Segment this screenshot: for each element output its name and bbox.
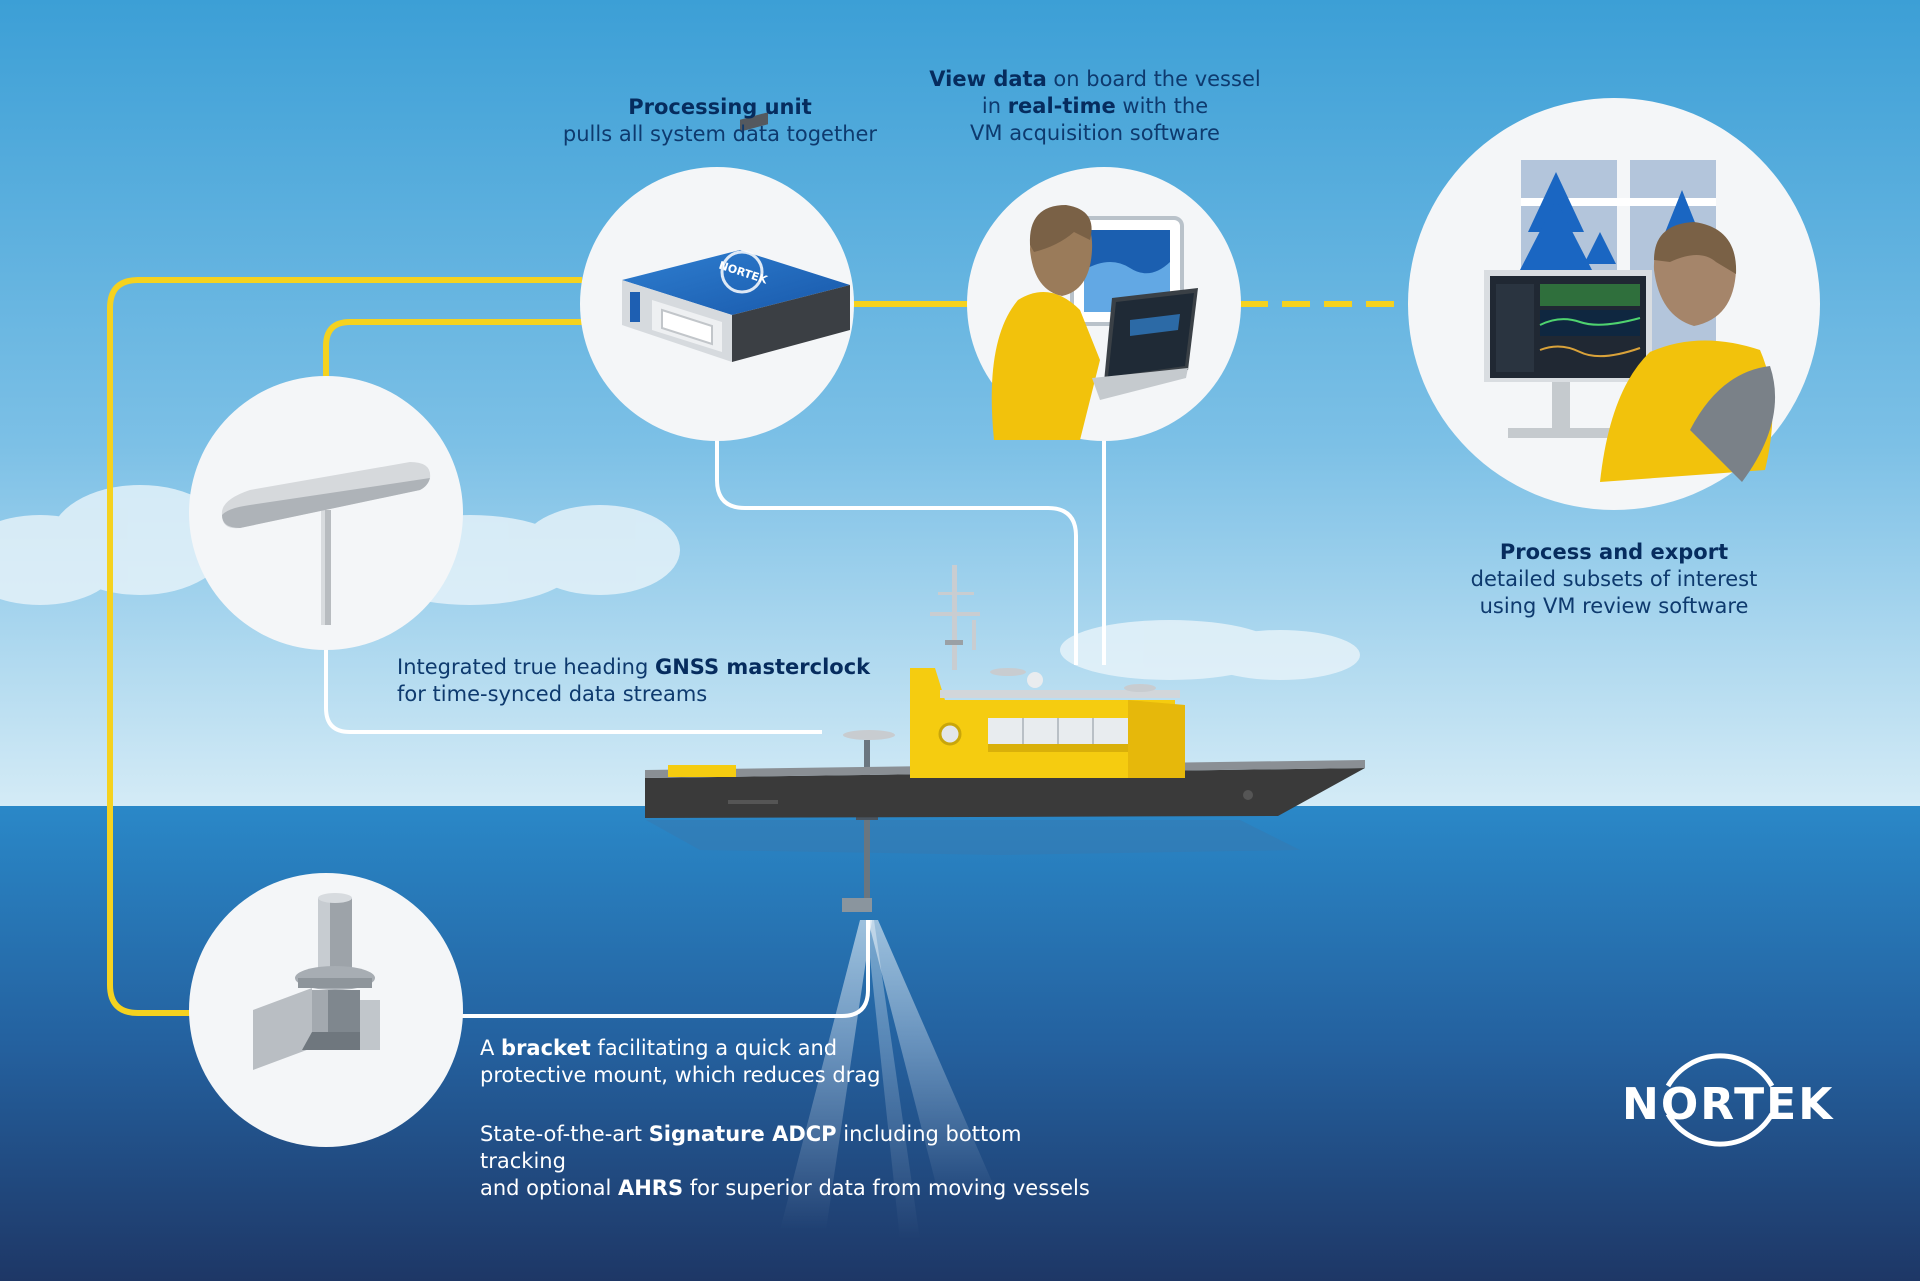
export-caption-line2: detailed subsets of interest	[1470, 567, 1758, 591]
workstation-user-icon	[1484, 160, 1776, 482]
view-caption-bold1: View data	[929, 67, 1047, 91]
adcp-beams	[780, 920, 1000, 1240]
processing-caption-bold: Processing unit	[628, 95, 812, 119]
bracket-caption-rest: facilitating a quick and	[590, 1036, 838, 1060]
gnss-caption-pre: Integrated true heading	[397, 655, 655, 679]
laptop-user-icon	[991, 205, 1198, 440]
export-caption-line3: using VM review software	[1479, 594, 1749, 618]
view-caption-bold2: real-time	[1007, 94, 1116, 118]
processing-caption: Processing unit pulls all system data to…	[540, 94, 900, 148]
gnss-antenna-icon	[221, 462, 431, 625]
gnss-caption-line2: for time-synced data streams	[397, 682, 708, 706]
ship-reflection	[646, 820, 1300, 855]
adcp-caption-bold: Signature ADCP	[648, 1122, 837, 1146]
adcp-caption-pre2: and optional	[480, 1176, 618, 1200]
nortek-logo-icon	[1665, 1053, 1775, 1147]
adcp-bracket-icon	[253, 893, 380, 1070]
processing-caption-line2: pulls all system data together	[562, 122, 878, 146]
gnss-caption: Integrated true heading GNSS masterclock…	[397, 654, 917, 708]
bracket-caption-pre: A	[480, 1036, 502, 1060]
gnss-caption-bold: GNSS masterclock	[655, 655, 871, 679]
white-cable-gnss	[324, 640, 822, 734]
adcp-caption-rest: including bottom tracking	[480, 1122, 1022, 1173]
bracket-caption: A bracket facilitating a quick and prote…	[480, 1035, 1000, 1089]
export-caption: Process and export detailed subsets of i…	[1434, 539, 1794, 620]
view-caption-rest2: with the	[1115, 94, 1209, 118]
nortek-logo: NORTEK	[1622, 1046, 1835, 1160]
yellow-cable-outer	[107, 277, 582, 1016]
view-caption-pre2: in	[981, 94, 1008, 118]
processing-unit-icon: NORTEK	[622, 112, 850, 362]
yellow-cable-gnss	[323, 319, 582, 380]
nortek-logo-text: NORTEK	[1622, 1079, 1835, 1130]
export-caption-bold: Process and export	[1499, 540, 1729, 564]
adcp-caption-pre: State-of-the-art	[480, 1122, 649, 1146]
view-caption: View data on board the vessel in real-ti…	[905, 66, 1285, 147]
view-caption-line3: VM acquisition software	[970, 121, 1220, 145]
white-cable-processing	[715, 440, 1078, 665]
view-caption-rest1: on board the vessel	[1046, 67, 1261, 91]
vessel-icon	[645, 565, 1365, 818]
bracket-caption-line2: protective mount, which reduces drag	[480, 1063, 881, 1087]
bracket-caption-bold: bracket	[501, 1036, 591, 1060]
adcp-caption-rest2: for superior data from moving vessels	[683, 1176, 1090, 1200]
adcp-caption: State-of-the-art Signature ADCP includin…	[480, 1121, 1100, 1202]
adcp-caption-bold2: AHRS	[617, 1176, 684, 1200]
